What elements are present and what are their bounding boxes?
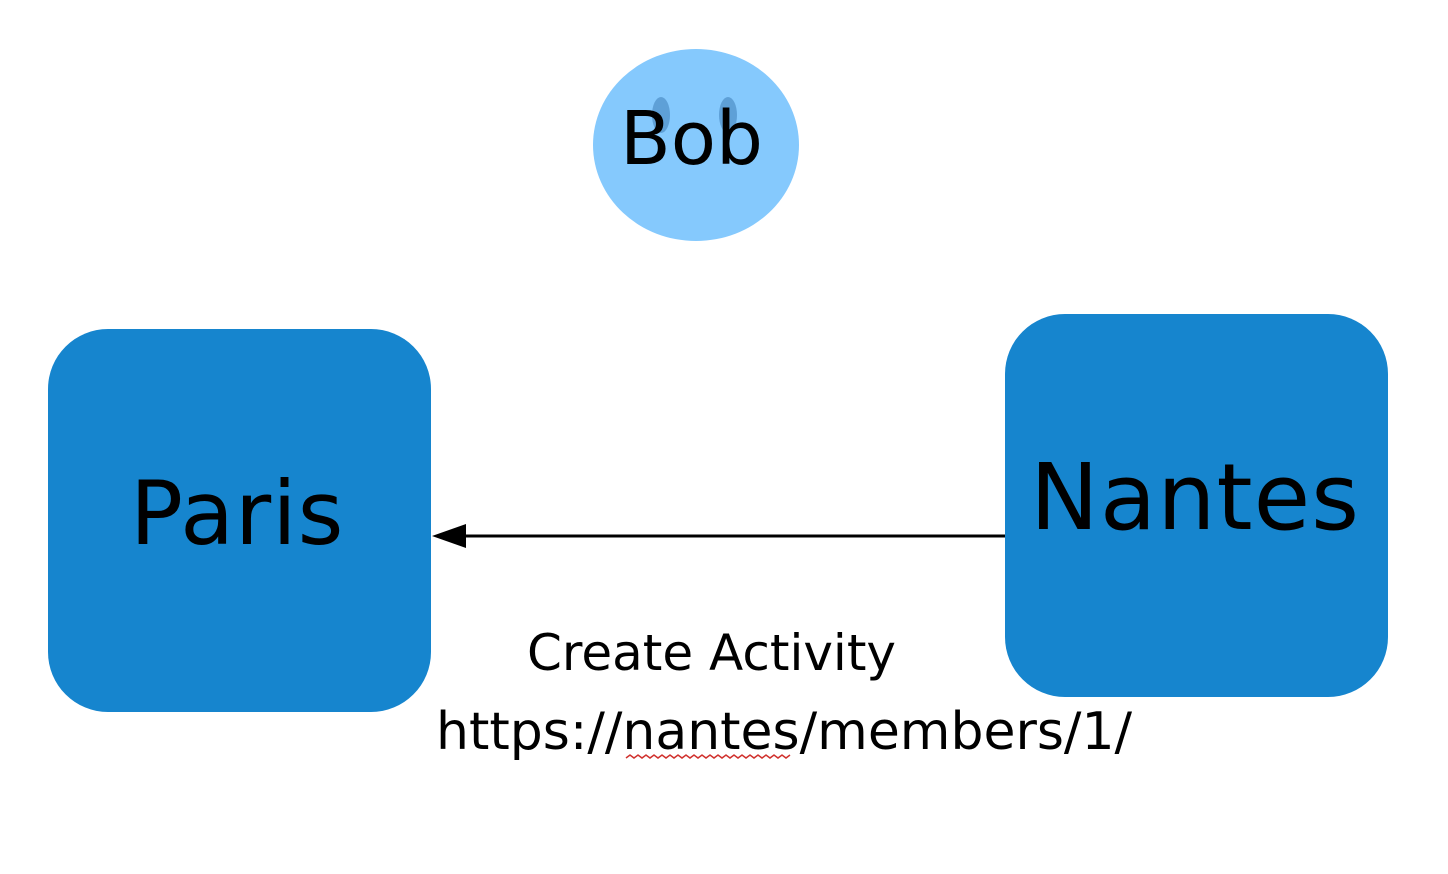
server-node-paris[interactable] bbox=[48, 329, 431, 712]
actor-bob-face-icon bbox=[593, 49, 799, 241]
arrow-left-icon bbox=[432, 524, 466, 548]
actor-bob-right-eye bbox=[719, 97, 737, 133]
actor-bob-left-eye bbox=[652, 97, 670, 133]
server-node-nantes-label: Nantes bbox=[1030, 444, 1361, 551]
edge-url-label[interactable]: https://nantes/members/1/ bbox=[436, 702, 1133, 762]
server-node-nantes[interactable] bbox=[1005, 314, 1388, 697]
actor-bob-label: Bob bbox=[620, 96, 764, 182]
edge-activity-label: Create Activity bbox=[527, 624, 897, 682]
spellcheck-squiggle bbox=[625, 754, 791, 759]
server-node-paris-label: Paris bbox=[130, 462, 345, 565]
